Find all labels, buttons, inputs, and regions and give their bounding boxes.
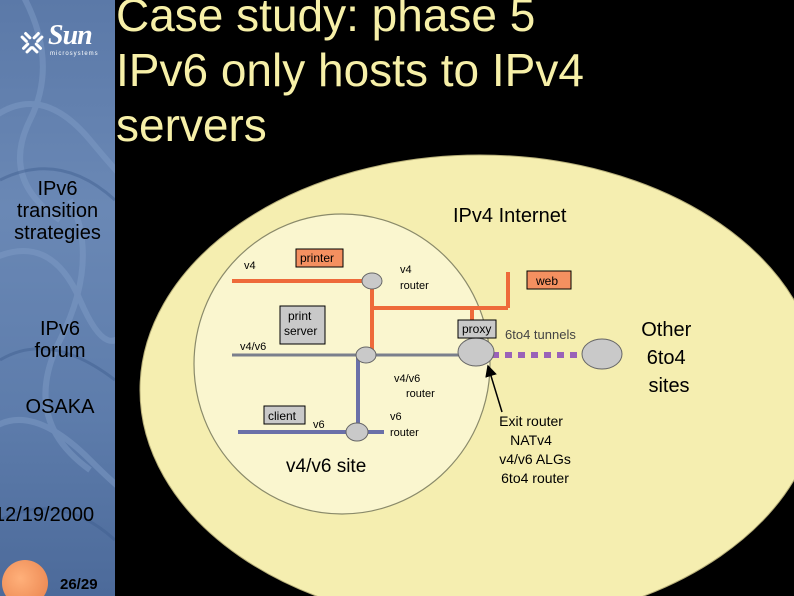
print-server-box (279, 305, 326, 345)
sun-logo-icon (20, 32, 44, 54)
other-sites-label: Other 6to4 sites (641, 319, 697, 397)
site-region (193, 213, 491, 515)
title-line: IPv6 only hosts to IPv4 (116, 44, 584, 96)
sidebar-texture (0, 0, 115, 542)
print-server-label: print server (284, 309, 317, 338)
v4-router-line: v4 (400, 264, 412, 276)
v4v6-router-line: v4/v6 (394, 373, 420, 385)
sidebar-line: IPv6 (37, 178, 78, 200)
v6-router-line: v6 (390, 411, 402, 423)
title-line: servers (116, 99, 267, 151)
sidebar-line: transition (16, 200, 99, 222)
v4v6-router-label: v4/v6 router (394, 373, 435, 400)
other-sites-line: Other (641, 319, 691, 341)
v6-router-line: router (390, 427, 419, 439)
sidebar-line: IPv6 (39, 318, 81, 340)
print-server-line: server (284, 324, 317, 338)
exit-router (457, 337, 495, 367)
exit-router-line: Exit router (499, 413, 563, 429)
client-label: client (268, 409, 297, 423)
v4-router-label: v4 router (400, 264, 429, 292)
other-site-router (581, 338, 623, 370)
internet-label: IPv4 Internet (453, 205, 567, 227)
other-sites-line: sites (648, 375, 689, 397)
v4-router (361, 272, 383, 290)
exit-router-line: 6to4 router (501, 470, 569, 486)
sidebar-section-transition: IPv6 transition strategies (0, 178, 115, 244)
exit-router-line: v4/v6 ALGs (499, 451, 571, 467)
sidebar-line: forum (34, 340, 86, 362)
v6-router-label: v6 router (390, 411, 419, 439)
client-box (263, 405, 306, 425)
slide-title: Case study: phase 5 IPv6 only hosts to I… (116, 0, 584, 153)
other-sites-line: 6to4 (647, 347, 686, 369)
exit-router-label: Exit router NATv4 v4/v6 ALGs 6to4 router (499, 413, 575, 486)
footer-circle (2, 560, 48, 596)
title-line: Case study: phase 5 (116, 0, 536, 41)
print-server-line: print (288, 309, 312, 323)
printer-label: printer (300, 251, 334, 265)
v4v6-router (355, 346, 377, 364)
proxy-label: proxy (462, 322, 491, 336)
web-box (526, 270, 572, 290)
proxy-box (457, 319, 497, 339)
logo-subtext: microsystems (50, 51, 99, 57)
v4-router-line: router (400, 280, 429, 292)
sidebar-line: strategies (14, 222, 101, 244)
v4v6-label: v4/v6 (240, 341, 266, 353)
web-label: web (535, 274, 558, 288)
exit-router-line: NATv4 (510, 432, 552, 448)
sidebar: Sun microsystems IPv6 transition strateg… (0, 0, 115, 596)
printer-box (295, 248, 344, 268)
logo-wordmark: Sun (48, 20, 93, 51)
v6-label: v6 (313, 419, 325, 431)
v4v6-router-line: router (406, 388, 435, 400)
sidebar-date: 12/19/2000 (0, 504, 95, 526)
site-label: v4/v6 site (286, 456, 366, 477)
page-number: 26/29 (60, 576, 98, 593)
sidebar-section-forum: IPv6 forum (0, 318, 115, 362)
sidebar-location: OSAKA (25, 396, 95, 418)
tunnels-label: 6to4 tunnels (505, 327, 576, 342)
v6-router (345, 422, 369, 442)
exit-router-arrow (485, 364, 503, 413)
v4-label: v4 (244, 260, 256, 272)
